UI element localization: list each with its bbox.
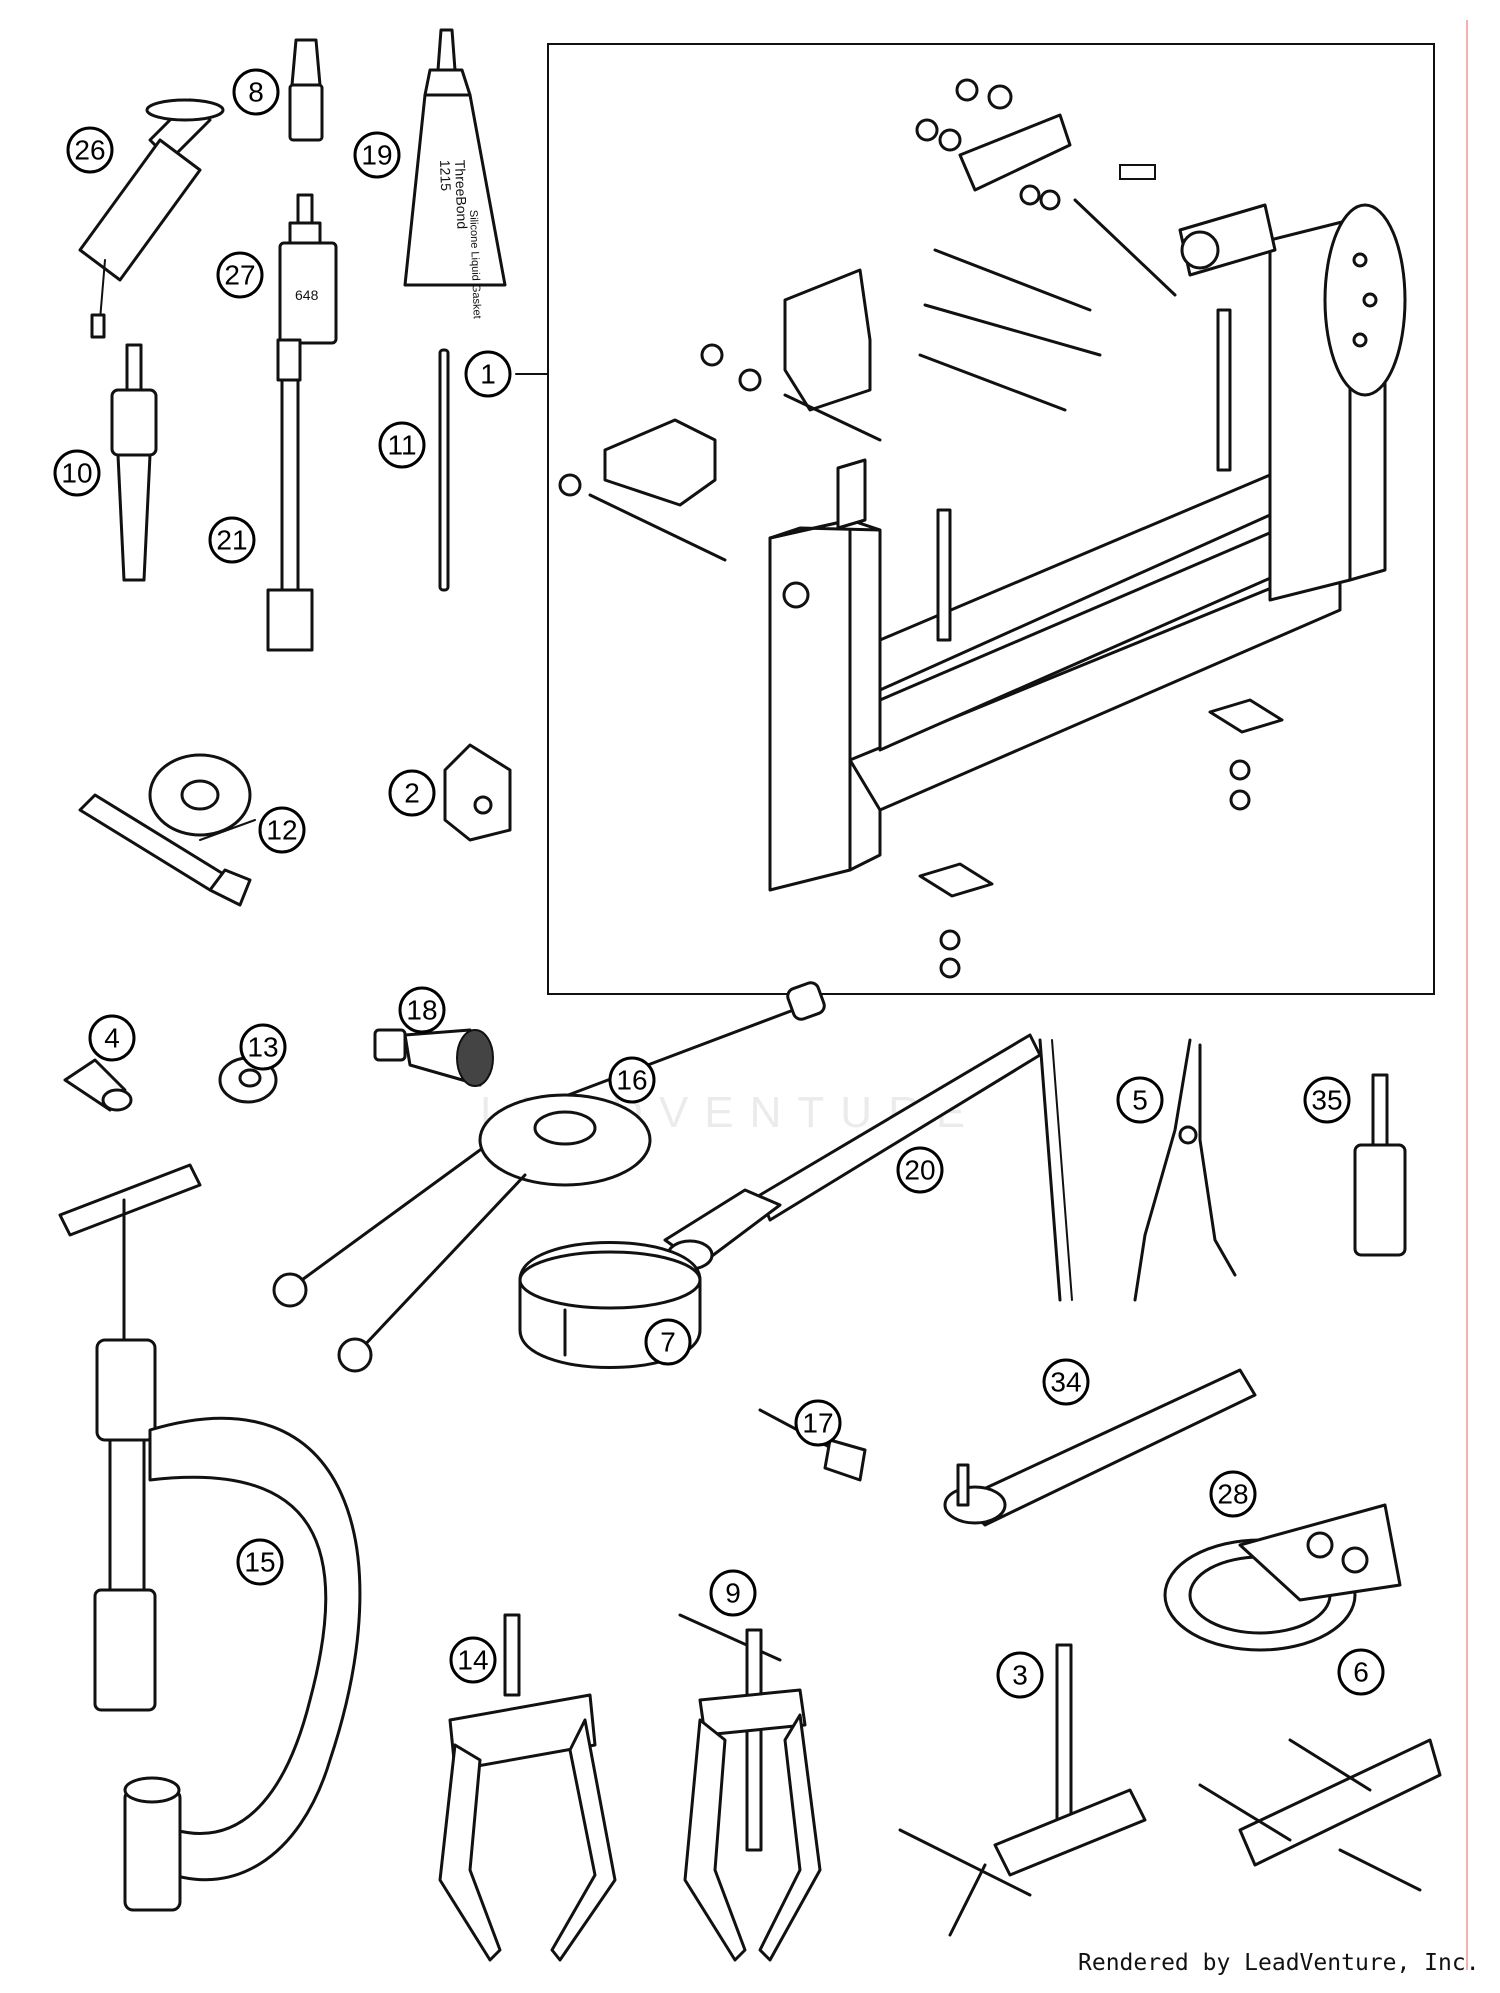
puller-14-drawing bbox=[438, 1613, 617, 1962]
callout-35: 35 bbox=[1303, 1076, 1351, 1124]
puller-6-drawing bbox=[1198, 1738, 1442, 1892]
svg-text:10: 10 bbox=[61, 458, 92, 489]
svg-text:8: 8 bbox=[248, 77, 264, 108]
pliers-5-drawing bbox=[1133, 1038, 1237, 1302]
bolt-ring-12-drawing bbox=[78, 753, 256, 907]
svg-text:4: 4 bbox=[104, 1023, 120, 1054]
svg-text:5: 5 bbox=[1132, 1085, 1148, 1116]
svg-text:17: 17 bbox=[802, 1408, 833, 1439]
bracket-2-drawing bbox=[443, 743, 512, 842]
svg-text:20: 20 bbox=[904, 1155, 935, 1186]
svg-text:35: 35 bbox=[1311, 1085, 1342, 1116]
callout-18: 18 bbox=[398, 986, 446, 1034]
pin-11-drawing bbox=[438, 348, 450, 592]
threebond-desc: Silicone Liquid Gasket bbox=[467, 210, 483, 319]
cone-4-drawing bbox=[63, 1058, 133, 1112]
svg-text:7: 7 bbox=[660, 1327, 676, 1358]
callout-11: 11 bbox=[378, 421, 426, 469]
svg-text:28: 28 bbox=[1217, 1479, 1248, 1510]
credit-text: Rendered by LeadVenture, Inc. bbox=[1078, 1950, 1480, 1976]
svg-text:6: 6 bbox=[1353, 1657, 1369, 1688]
callout-34: 34 bbox=[1042, 1358, 1090, 1406]
threebond-label: ThreeBond bbox=[452, 160, 470, 230]
svg-text:19: 19 bbox=[361, 140, 392, 171]
clamp-15-drawing bbox=[58, 1163, 362, 1912]
callout-28: 28 bbox=[1209, 1470, 1257, 1518]
threebond-number: 1215 bbox=[437, 160, 454, 192]
svg-text:9: 9 bbox=[725, 1578, 741, 1609]
puller-16-drawing bbox=[272, 981, 826, 1373]
svg-text:1: 1 bbox=[480, 359, 496, 390]
callout-20: 20 bbox=[896, 1146, 944, 1194]
callout-8: 8 bbox=[232, 68, 280, 116]
svg-text:16: 16 bbox=[616, 1065, 647, 1096]
svg-text:21: 21 bbox=[216, 525, 247, 556]
puller-10-drawing bbox=[110, 343, 158, 582]
callout-10: 10 bbox=[53, 449, 101, 497]
puller-9-drawing bbox=[678, 1613, 822, 1962]
svg-text:15: 15 bbox=[244, 1547, 275, 1578]
callout-17: 17 bbox=[794, 1399, 842, 1447]
svg-text:12: 12 bbox=[266, 815, 297, 846]
bottle-label: 648 bbox=[295, 287, 319, 303]
svg-text:13: 13 bbox=[247, 1032, 278, 1063]
callout-27: 27 bbox=[216, 251, 264, 299]
svg-text:34: 34 bbox=[1050, 1367, 1081, 1398]
chain-holder-20-drawing bbox=[663, 1033, 1073, 1302]
engine-stand-drawing bbox=[558, 78, 1407, 979]
threebond-tube-drawing: ThreeBond 1215 Silicone Liquid Gasket bbox=[403, 28, 507, 319]
callout-12: 12 bbox=[258, 806, 306, 854]
svg-text:2: 2 bbox=[404, 778, 420, 809]
holding-tool-28-drawing bbox=[1163, 1503, 1402, 1652]
svg-text:3: 3 bbox=[1012, 1660, 1028, 1691]
callout-4: 4 bbox=[88, 1014, 136, 1062]
loctite-tube-8-drawing bbox=[288, 38, 324, 142]
loctite-bottle-27-drawing: 648 bbox=[278, 193, 338, 345]
callout-26: 26 bbox=[66, 126, 114, 174]
tool-21-drawing bbox=[266, 338, 314, 652]
callout-3: 3 bbox=[996, 1651, 1044, 1699]
callout-19: 19 bbox=[353, 131, 401, 179]
pin-wrench-34-drawing bbox=[943, 1368, 1257, 1527]
syringe-drawing bbox=[78, 98, 225, 339]
svg-text:26: 26 bbox=[74, 135, 105, 166]
callout-5: 5 bbox=[1116, 1076, 1164, 1124]
callout-21: 21 bbox=[208, 516, 256, 564]
callout-2: 2 bbox=[388, 769, 436, 817]
callout-6: 6 bbox=[1337, 1648, 1385, 1696]
callout-16: 16 bbox=[608, 1056, 656, 1104]
callout-14: 14 bbox=[449, 1636, 497, 1684]
svg-text:18: 18 bbox=[406, 995, 437, 1026]
chain-tool-3-drawing bbox=[898, 1643, 1147, 1937]
svg-text:14: 14 bbox=[457, 1645, 488, 1676]
callout-13: 13 bbox=[239, 1023, 287, 1071]
drift-35-drawing bbox=[1353, 1073, 1407, 1257]
callout-9: 9 bbox=[709, 1569, 757, 1617]
adapter-18-drawing bbox=[373, 1028, 494, 1087]
callout-1: 1 bbox=[464, 350, 512, 398]
callout-15: 15 bbox=[236, 1538, 284, 1586]
svg-text:11: 11 bbox=[387, 430, 416, 461]
page-edge-line bbox=[1466, 20, 1468, 1970]
item-1-frame bbox=[547, 43, 1435, 995]
svg-text:27: 27 bbox=[224, 260, 255, 291]
callout-7: 7 bbox=[644, 1318, 692, 1366]
